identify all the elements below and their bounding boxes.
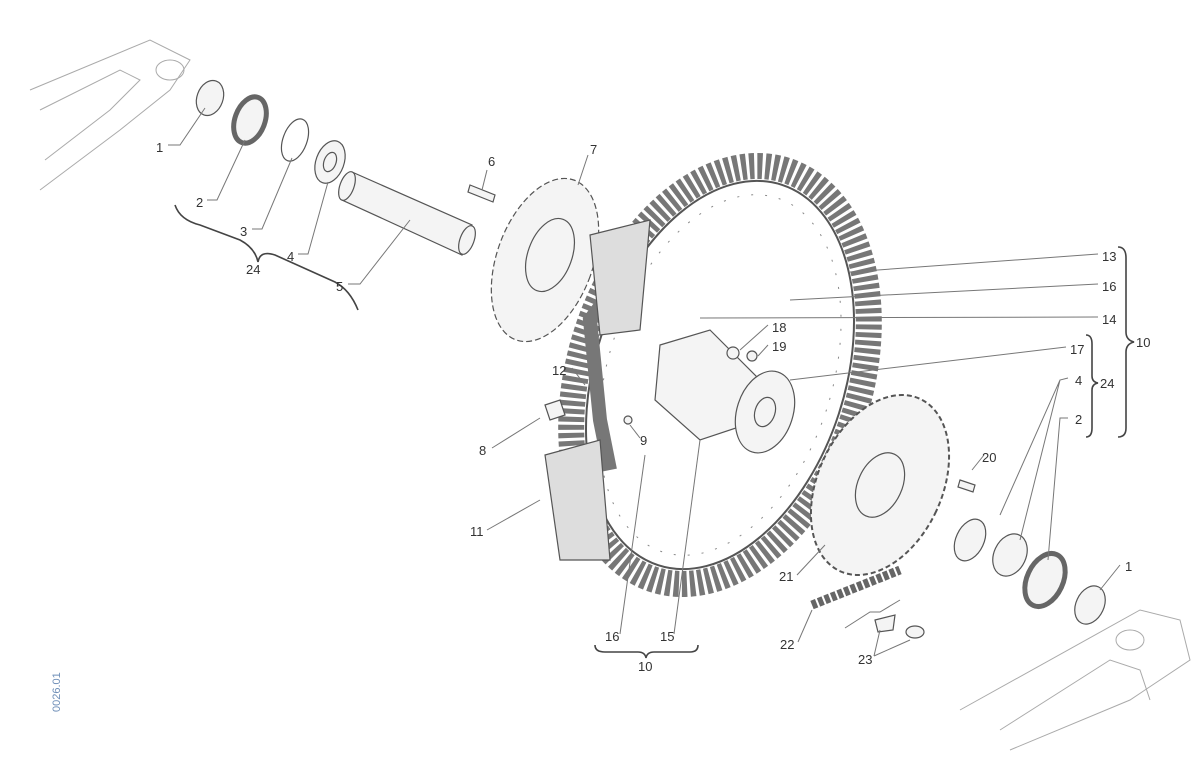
left-bearing-set [195, 79, 346, 184]
callout-22: 22 [780, 637, 794, 652]
callout-16: 16 [1102, 279, 1116, 294]
callout-2-right: 2 [1075, 412, 1082, 427]
callout-6: 6 [488, 154, 495, 169]
brace-brackets [174, 204, 1135, 659]
callout-1: 1 [156, 140, 163, 155]
callout-13: 13 [1102, 249, 1116, 264]
callout-11: 11 [470, 524, 484, 539]
callout-17: 17 [1070, 342, 1084, 357]
callout-24-right: 24 [1100, 376, 1114, 391]
leader-lines [168, 107, 1121, 657]
rear-sprocket [809, 394, 976, 576]
callout-4: 4 [287, 249, 294, 264]
callout-9: 9 [640, 433, 647, 448]
swingarm-right-illustration [959, 609, 1191, 751]
callout-19: 19 [772, 339, 786, 354]
callout-14: 14 [1102, 312, 1116, 327]
diagram-reference-code: 0026.01 [51, 672, 63, 712]
callout-15: 15 [660, 629, 674, 644]
drive-chain [810, 565, 925, 639]
callout-12: 12 [552, 363, 566, 378]
callout-7: 7 [590, 142, 597, 157]
callout-3: 3 [240, 224, 247, 239]
callout-1-right: 1 [1125, 559, 1132, 574]
callout-20: 20 [982, 450, 996, 465]
callout-5: 5 [336, 279, 343, 294]
callout-labels: 1 2 3 4 24 5 6 7 13 16 14 10 17 18 19 4 … [156, 140, 1150, 674]
callout-23: 23 [858, 652, 872, 667]
wheel-spacer-tube [338, 171, 476, 256]
callout-10: 10 [1136, 335, 1150, 350]
brake-disc [467, 177, 600, 343]
swingarm-left-illustration [29, 39, 191, 191]
callout-4-right: 4 [1075, 373, 1082, 388]
callout-18: 18 [772, 320, 786, 335]
callout-24: 24 [246, 262, 260, 277]
callout-10-bottom: 10 [638, 659, 652, 674]
right-bearing-set [953, 518, 1106, 625]
callout-2: 2 [196, 195, 203, 210]
callout-8: 8 [479, 443, 486, 458]
callout-21: 21 [779, 569, 793, 584]
callout-16-bottom: 16 [605, 629, 619, 644]
